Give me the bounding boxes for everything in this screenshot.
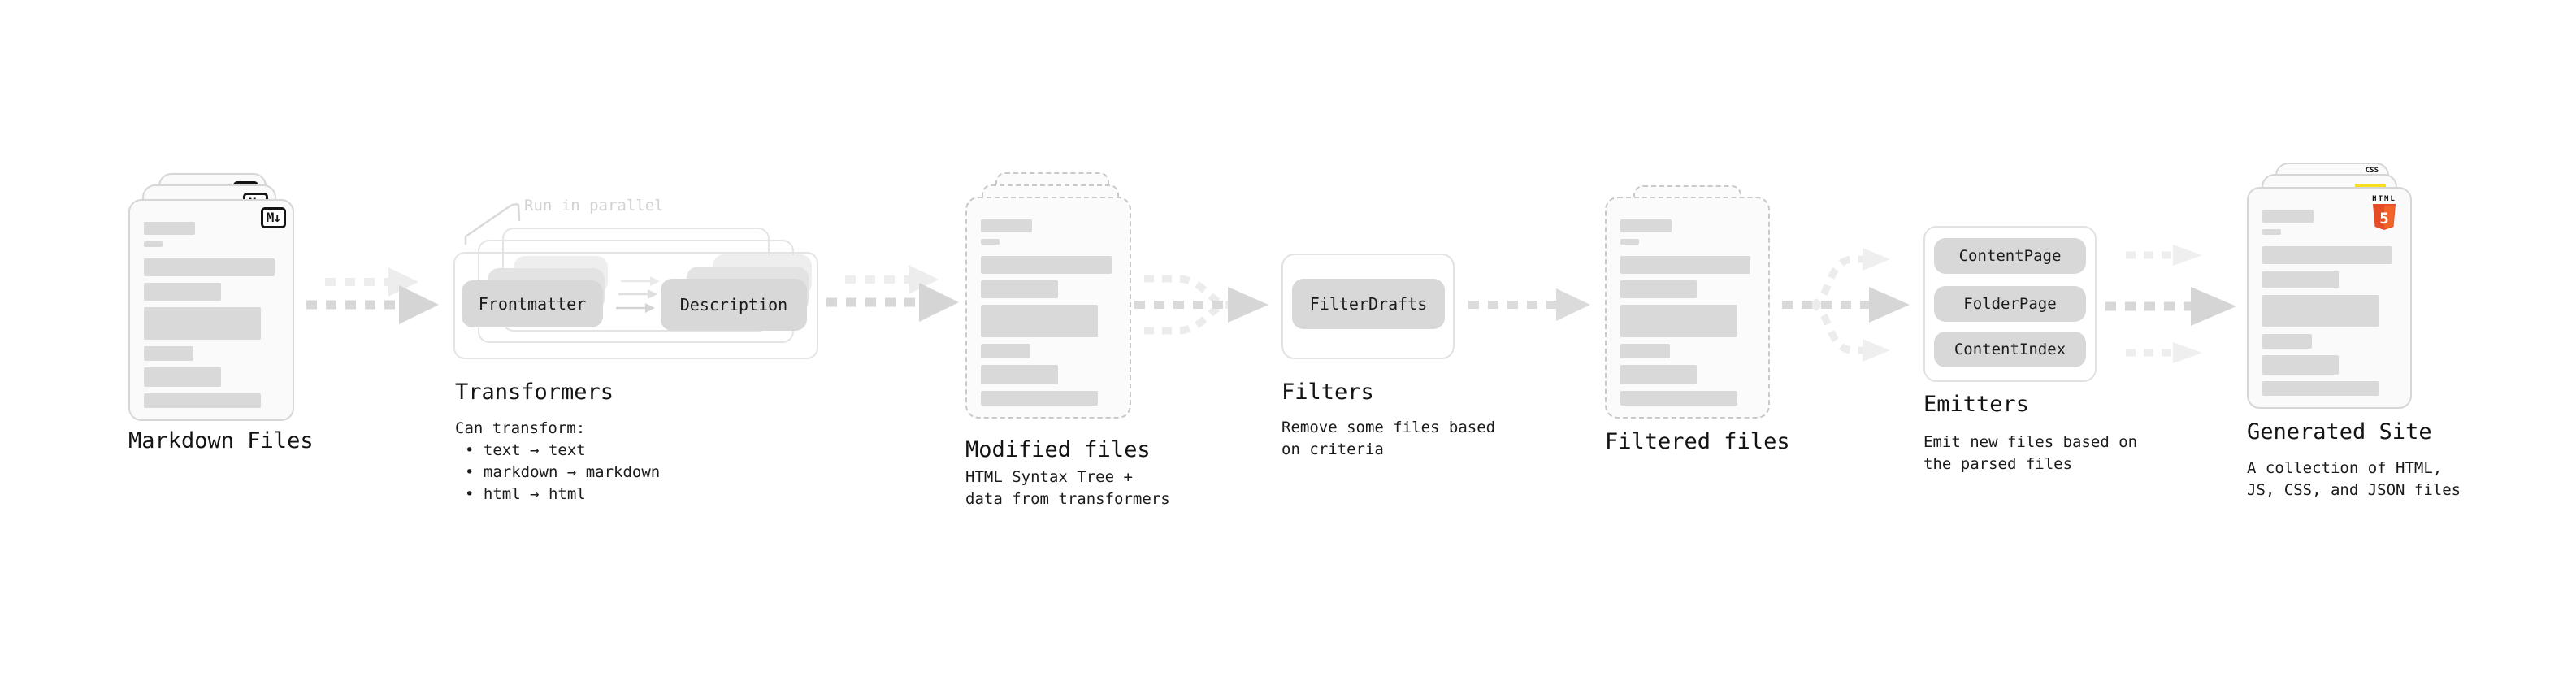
chip-contentindex: ContentIndex xyxy=(1934,332,2086,367)
document-text-lines xyxy=(144,222,279,408)
text-line-bar xyxy=(981,365,1058,384)
stage-label: Transformers xyxy=(455,380,614,405)
stage-label: Emitters xyxy=(1923,392,2030,417)
flow-arrow-right-icon xyxy=(306,267,439,324)
document-text-lines xyxy=(1620,219,1754,406)
text-line-bar xyxy=(981,219,1033,232)
stage-label: Filtered files xyxy=(1605,429,1790,454)
text-line-bar xyxy=(144,283,221,301)
small-arrow-icon xyxy=(616,303,655,313)
text-line-bar xyxy=(1620,305,1737,337)
text-line-bar xyxy=(144,258,275,276)
flow-triple-arrow-icon xyxy=(2105,245,2236,363)
text-line-bar xyxy=(1620,280,1698,298)
stage-filters: FilterDrafts Filters Remove some files b… xyxy=(1281,158,1525,484)
text-line-bar xyxy=(1620,391,1737,406)
transform-bullet: • html → html xyxy=(465,485,586,503)
text-line-bar xyxy=(1620,219,1672,232)
text-line-bar xyxy=(981,344,1031,358)
transform-bullet: • text → text xyxy=(465,441,586,459)
stage-caption: A collection of HTML, JS, CSS, and JSON … xyxy=(2247,459,2461,499)
text-line-bar xyxy=(144,393,262,408)
stage-caption: HTML Syntax Tree + data from transformer… xyxy=(965,468,1170,508)
text-line-bar xyxy=(144,222,196,235)
chip-contentpage: ContentPage xyxy=(1934,238,2086,274)
html5-icon: HTML 5 xyxy=(2366,195,2402,233)
flow-arrow-right-icon xyxy=(826,265,959,322)
text-line-bar xyxy=(2262,229,2282,235)
text-line-bar xyxy=(144,346,194,361)
text-line-bar xyxy=(981,239,1000,245)
chip-folderpage: FolderPage xyxy=(1934,286,2086,322)
stage-markdown-files: M↓ M↓ M↓ Markdown Files xyxy=(128,158,356,516)
text-line-bar xyxy=(2262,295,2379,327)
transformer-box xyxy=(453,252,818,359)
text-line-bar xyxy=(1620,344,1671,358)
flow-arrow-right-icon xyxy=(1468,288,1590,321)
text-line-bar xyxy=(2262,381,2379,396)
callout-line-icon xyxy=(464,203,521,245)
text-line-bar xyxy=(2262,210,2314,223)
text-line-bar xyxy=(144,307,262,340)
stage-emitters: ContentPage FolderPage ContentIndex Emit… xyxy=(1923,158,2167,500)
stage-label: Modified files xyxy=(965,437,1151,462)
text-line-bar xyxy=(2262,334,2313,349)
document-text-lines xyxy=(981,219,1116,406)
chip-frontmatter: Frontmatter xyxy=(462,280,603,327)
stage-transformers: Run in parallel Frontmatter Description … xyxy=(453,158,843,508)
flow-merge-arrow-icon xyxy=(1134,275,1268,335)
small-arrow-icon xyxy=(621,276,660,286)
text-line-bar xyxy=(144,367,221,387)
run-in-parallel-annotation: Run in parallel xyxy=(524,197,664,215)
flow-split-arrow-icon xyxy=(1782,248,1910,362)
chip-filterdrafts: FilterDrafts xyxy=(1292,279,1445,329)
document-text-lines xyxy=(2262,210,2396,396)
text-line-bar xyxy=(981,280,1058,298)
chip-description: Description xyxy=(661,279,807,331)
stage-caption: Emit new files based on the parsed files xyxy=(1923,433,2138,473)
text-line-bar xyxy=(1620,256,1751,274)
text-line-bar xyxy=(2262,355,2340,375)
file-card xyxy=(1605,197,1770,419)
stage-label: Generated Site xyxy=(2247,419,2432,445)
small-arrow-icon xyxy=(618,289,657,299)
stage-caption: Remove some files based on criteria xyxy=(1281,419,1496,458)
text-line-bar xyxy=(1620,239,1640,245)
file-card: HTML 5 xyxy=(2247,187,2412,409)
svg-text:5: 5 xyxy=(2379,210,2388,228)
stage-label: Markdown Files xyxy=(128,428,314,453)
file-card: M↓ xyxy=(128,199,294,421)
text-line-bar xyxy=(1620,365,1698,384)
stage-caption: Can transform: xyxy=(455,419,586,437)
transform-bullet: • markdown → markdown xyxy=(465,463,661,481)
text-line-bar xyxy=(2262,271,2340,288)
file-card xyxy=(965,197,1131,419)
text-line-bar xyxy=(2262,246,2393,264)
stage-label: Filters xyxy=(1281,380,1374,405)
stage-modified-files: Modified files HTML Syntax Tree + data f… xyxy=(965,158,1193,516)
stage-filtered-files: Filtered files xyxy=(1605,158,1832,516)
stage-generated-site: CSS HTML 5 Generated Site A collection o… xyxy=(2247,158,2491,532)
text-line-bar xyxy=(981,256,1112,274)
markdown-icon: M↓ xyxy=(260,207,286,228)
text-line-bar xyxy=(144,241,163,247)
text-line-bar xyxy=(981,305,1099,337)
text-line-bar xyxy=(981,391,1099,406)
